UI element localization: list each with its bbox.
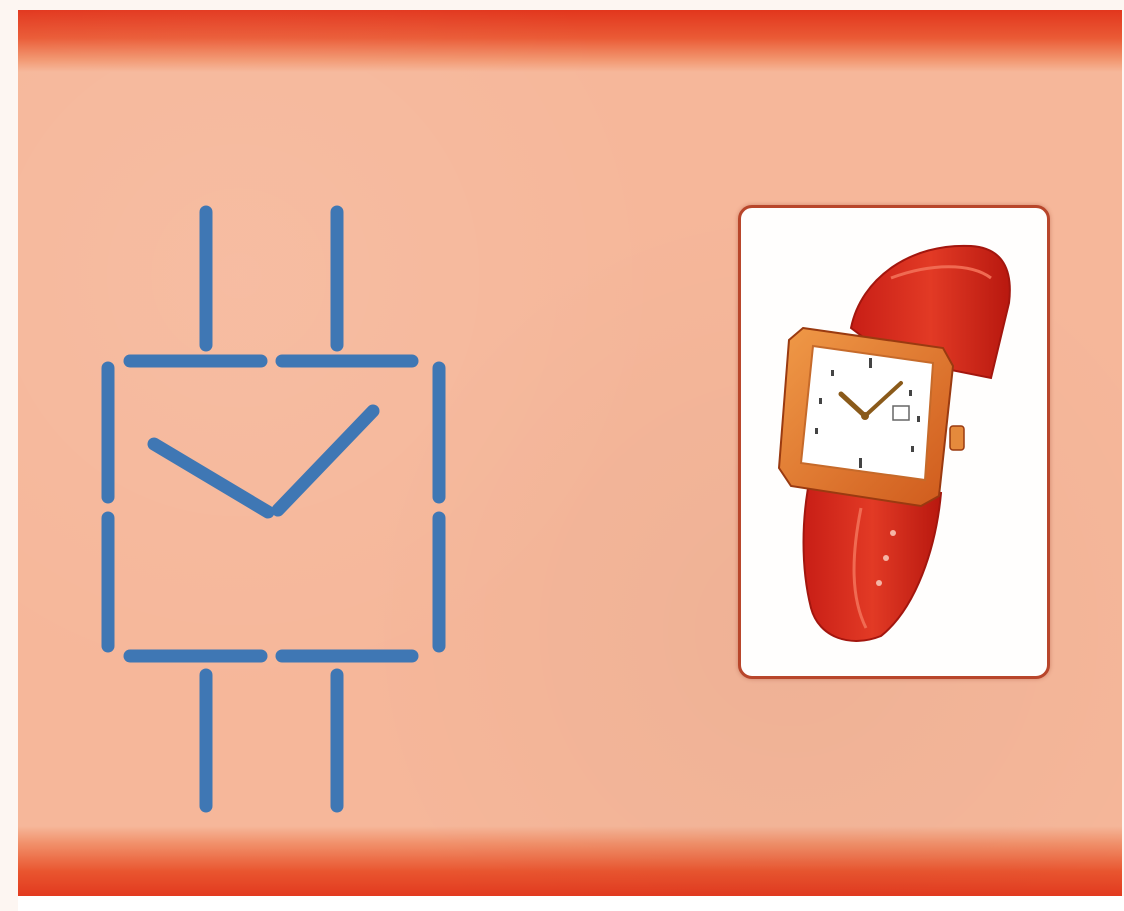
stick-hand-left xyxy=(154,444,268,512)
date-window xyxy=(893,406,909,420)
watch-crown xyxy=(950,426,964,450)
stick-hand-right xyxy=(278,411,373,510)
wristwatch-card xyxy=(738,205,1050,679)
wristwatch-icon xyxy=(741,208,1047,676)
bottom-white-strip xyxy=(18,896,1124,911)
